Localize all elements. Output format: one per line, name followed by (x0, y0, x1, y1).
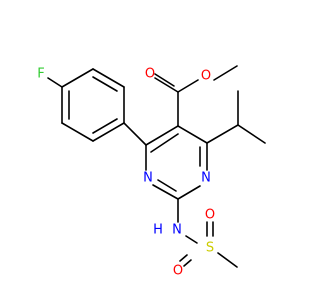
bond-ph-5-inner (92, 76, 118, 92)
bond-s-o-bottom-a (179, 254, 188, 262)
bond-py-c4-c5 (145, 125, 179, 146)
methyl-ester-group (154, 65, 238, 127)
bond-phenyl-pyrimidine (123, 122, 147, 146)
chemical-structure: F N N O O H N S O O (37, 65, 266, 279)
atom-ester-oxygen: O (201, 69, 211, 84)
atom-sulfonamide-nitrogen: N (172, 223, 182, 238)
bond-carbonyl-double-a (154, 77, 179, 93)
bond-carbonyl-double-b (154, 73, 175, 87)
atom-fluorine: F (37, 67, 44, 82)
bond-f-c (47, 77, 63, 88)
bond-py-n1-c2 (177, 185, 201, 200)
bond-ph-6 (61, 68, 94, 88)
bond-ester-o-methyl (213, 65, 238, 81)
bond-c6-ch (206, 124, 239, 144)
bond-s-methyl (217, 252, 238, 268)
bond-ph-3-inner (92, 118, 118, 134)
bond-py-c2-n3-inner (157, 179, 177, 192)
bond-n-s (185, 235, 198, 244)
bond-ph-2 (61, 122, 94, 142)
fluorophenyl-ring (47, 68, 125, 142)
atom-ring-nitrogen-right: N (201, 171, 211, 186)
atom-sulfonyl-oxygen-bottom: O (173, 264, 183, 279)
atom-sulfonyl-oxygen-top: O (205, 208, 215, 223)
bond-carbonyl-ester-o (177, 79, 199, 93)
bond-ch-methyl-right (237, 124, 266, 144)
bond-py-c4-c5-inner (150, 133, 179, 153)
atom-sulfur: S (206, 241, 214, 256)
atom-carbonyl-oxygen: O (145, 67, 155, 82)
atom-ring-nitrogen-left: N (143, 171, 153, 186)
bond-s-o-bottom-b (183, 259, 192, 267)
bond-ph-5 (92, 68, 125, 88)
atom-amine-hydrogen: H (153, 223, 163, 238)
bond-py-c5-c6 (177, 125, 208, 144)
bond-py-c2-n3 (152, 184, 179, 200)
bond-ph-3 (92, 122, 125, 142)
sulfonamide-group (177, 198, 238, 268)
isopropyl-group (206, 90, 266, 144)
pyrimidine-ring (145, 125, 208, 200)
